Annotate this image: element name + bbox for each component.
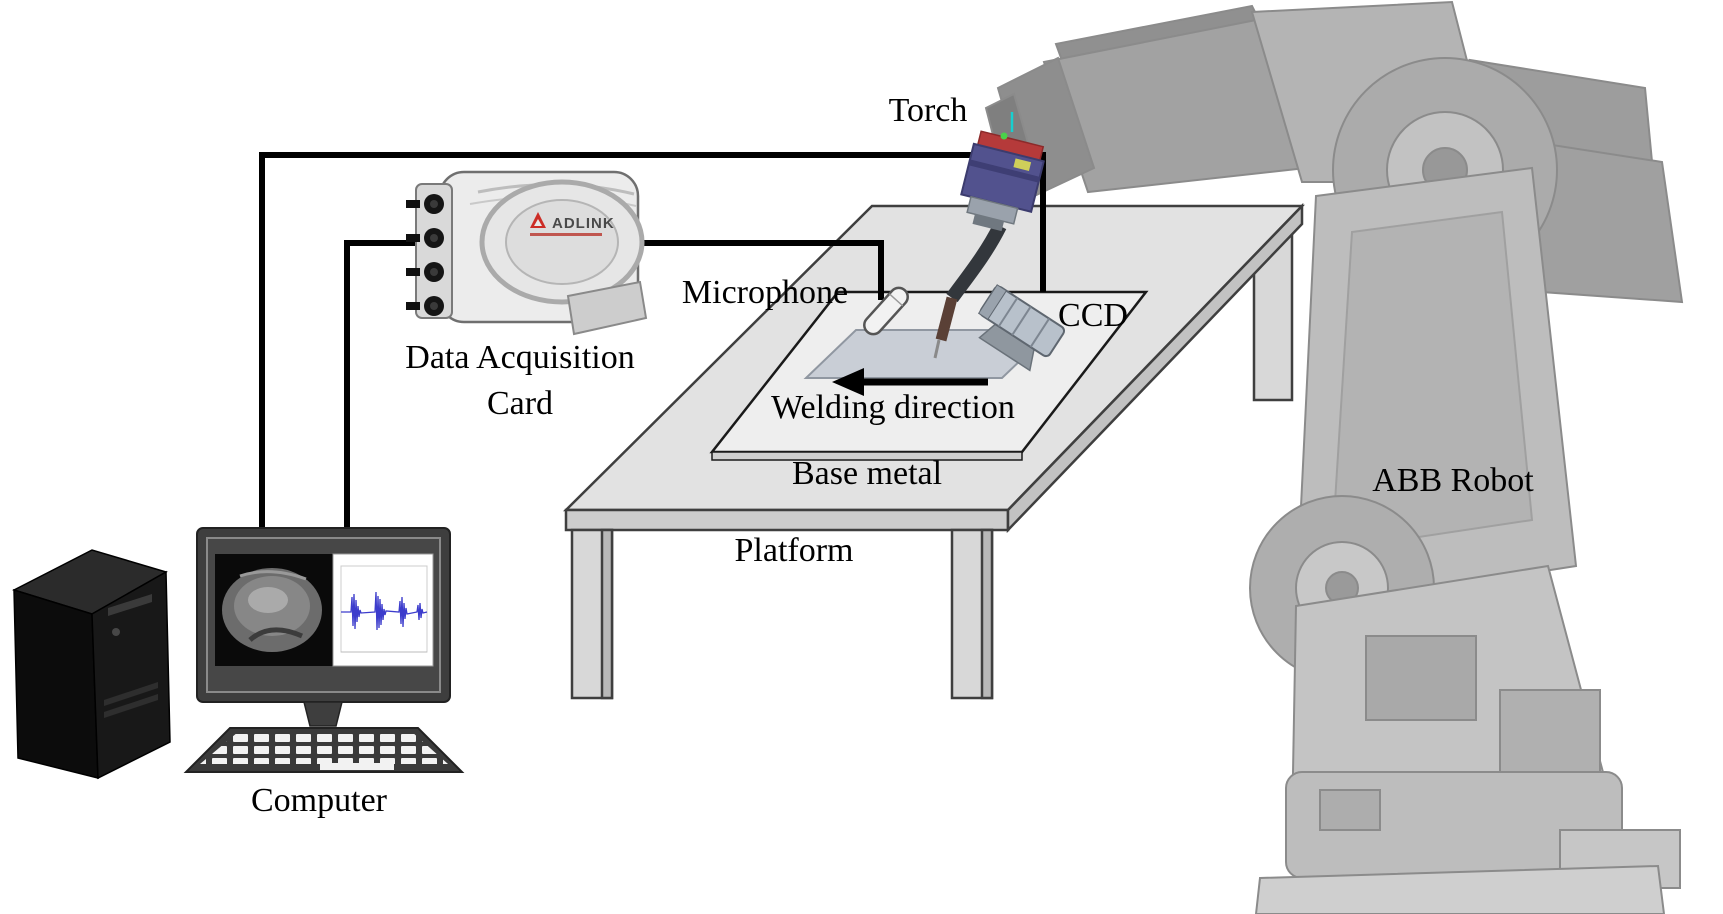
spacebar-key [320, 763, 394, 770]
microphone [863, 286, 909, 336]
data-acquisition-card: ADLINK [406, 170, 648, 336]
power-button-icon [112, 628, 120, 636]
labels: Torch Microphone CCD Welding direction B… [251, 92, 1534, 819]
waveform-trace [341, 591, 428, 631]
tower-front-face [13, 588, 99, 779]
robot-foot-plate [1254, 864, 1666, 914]
daq-stand [566, 280, 648, 336]
adlink-brand-text: ADLINK [552, 215, 615, 232]
label-computer: Computer [251, 782, 388, 819]
label-welding-direction: Welding direction [771, 389, 1015, 426]
torch-electrode [933, 339, 941, 359]
computer [183, 527, 465, 773]
table-right-apron [1006, 202, 1304, 534]
arrow-head-icon [832, 368, 864, 396]
weld-pool-image [215, 554, 333, 666]
label-microphone: Microphone [682, 274, 848, 311]
robot-motor-box [1365, 635, 1477, 721]
cable-computer-to-torch-area [259, 152, 1046, 536]
ccd-camera [977, 284, 1066, 372]
welding-torch [933, 112, 1045, 359]
label-daq-line2: Card [487, 385, 553, 422]
server-tower [12, 549, 171, 780]
label-daq-line1: Data Acquisition [405, 339, 634, 376]
label-abb-robot: ABB Robot [1372, 462, 1534, 499]
label-platform: Platform [735, 532, 854, 569]
abb-robot [984, 0, 1684, 914]
acoustic-waveform-plot [332, 553, 434, 667]
keyboard-keys [200, 732, 448, 764]
table-front-apron [564, 508, 1010, 532]
monitor-stand [303, 701, 343, 727]
torch-nozzle [935, 296, 958, 342]
tool-frame-marker-icon [1000, 132, 1008, 140]
drive-bay-slot [108, 594, 152, 616]
label-base-metal: Base metal [792, 455, 942, 492]
label-ccd: CCD [1058, 297, 1128, 334]
torch-neck [946, 222, 1007, 303]
tower-side-face [91, 570, 171, 780]
welding-direction-arrow [832, 368, 988, 396]
daq-connector-panel [415, 183, 453, 319]
torch-clamp [960, 130, 1045, 232]
label-torch: Torch [889, 92, 968, 129]
bnc-connectors [406, 194, 444, 316]
